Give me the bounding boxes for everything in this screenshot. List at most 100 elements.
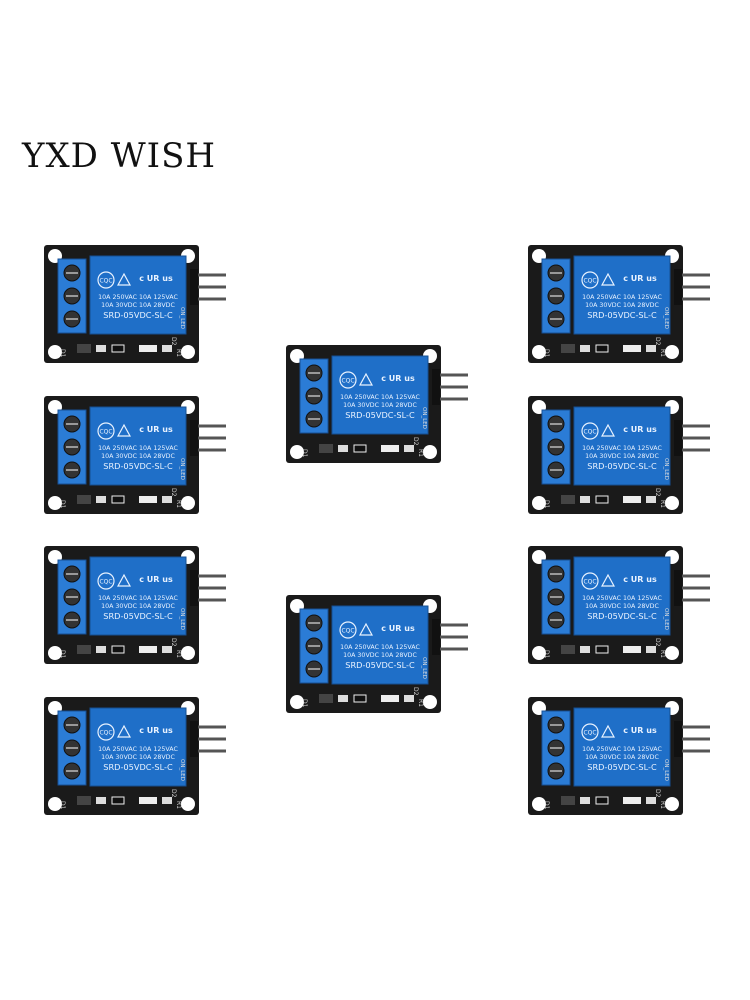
rating-line-2: 10A 30VDC 10A 28VDC: [101, 302, 175, 309]
cert-mark: CQC: [99, 278, 112, 285]
mount-hole: [532, 496, 546, 510]
header-pins: [194, 424, 226, 452]
silkscreen-d2: D2: [654, 789, 661, 798]
silkscreen-r1: R1: [659, 500, 666, 508]
silkscreen-led: ON_LED: [663, 458, 669, 480]
ul-mark: c UR us: [623, 425, 657, 434]
relay-body: CQC c UR us 10A 250VAC 10A 125VAC 10A 30…: [573, 556, 671, 636]
screw-terminal-block: [57, 409, 87, 485]
silkscreen-d1: D1: [543, 349, 550, 358]
cert-mark: CQC: [583, 278, 596, 285]
mount-hole: [181, 345, 195, 359]
rating-line-1: 10A 250VAC 10A 125VAC: [582, 595, 662, 602]
relay-body: CQC c UR us 10A 250VAC 10A 125VAC 10A 30…: [89, 707, 187, 787]
silkscreen-d2: D2: [654, 337, 661, 346]
screw-terminal-block: [57, 559, 87, 635]
relay-module-illustration: CQC c UR us 10A 250VAC 10A 125VAC 10A 30…: [44, 396, 226, 514]
silkscreen-d1: D1: [543, 500, 550, 509]
rating-line-2: 10A 30VDC 10A 28VDC: [585, 453, 659, 460]
relay-model: SRD-05VDC-SL-C: [103, 762, 173, 772]
screw-terminal-block: [541, 559, 571, 635]
silkscreen-r1: R1: [659, 650, 666, 658]
header-pins: [194, 273, 226, 301]
cert-mark: CQC: [99, 429, 112, 436]
silkscreen-d2: D2: [654, 488, 661, 497]
rating-line-1: 10A 250VAC 10A 125VAC: [98, 445, 178, 452]
silkscreen-r1: R1: [659, 801, 666, 809]
silkscreen-d2: D2: [170, 638, 177, 647]
rating-line-2: 10A 30VDC 10A 28VDC: [585, 603, 659, 610]
mount-hole: [48, 345, 62, 359]
rating-line-2: 10A 30VDC 10A 28VDC: [343, 652, 417, 659]
relay-module-illustration: CQC c UR us 10A 250VAC 10A 125VAC 10A 30…: [528, 546, 710, 664]
smd-components: [561, 495, 656, 504]
silkscreen-r1: R1: [417, 449, 424, 457]
silkscreen-d2: D2: [170, 337, 177, 346]
relay-body: CQC c UR us 10A 250VAC 10A 125VAC 10A 30…: [89, 255, 187, 335]
screw-terminal-block: [541, 710, 571, 786]
header-pins: [436, 373, 468, 401]
relay-module: CQC c UR us 10A 250VAC 10A 125VAC 10A 30…: [44, 697, 229, 822]
rating-line-1: 10A 250VAC 10A 125VAC: [98, 294, 178, 301]
ul-mark: c UR us: [623, 274, 657, 283]
ul-mark: c UR us: [139, 425, 173, 434]
ul-mark: c UR us: [623, 726, 657, 735]
brand-title: YXD WISH: [22, 136, 217, 176]
mount-hole: [48, 646, 62, 660]
silkscreen-led: ON_LED: [179, 307, 185, 329]
relay-body: CQC c UR us 10A 250VAC 10A 125VAC 10A 30…: [331, 605, 429, 685]
mount-hole: [665, 797, 679, 811]
relay-body: CQC c UR us 10A 250VAC 10A 125VAC 10A 30…: [573, 707, 671, 787]
rating-line-2: 10A 30VDC 10A 28VDC: [101, 754, 175, 761]
rating-line-2: 10A 30VDC 10A 28VDC: [585, 754, 659, 761]
silkscreen-d1: D1: [59, 801, 66, 810]
relay-module-illustration: CQC c UR us 10A 250VAC 10A 125VAC 10A 30…: [286, 595, 468, 713]
mount-hole: [665, 496, 679, 510]
screw-terminal-block: [57, 710, 87, 786]
mount-hole: [181, 646, 195, 660]
silkscreen-r1: R1: [659, 349, 666, 357]
smd-components: [319, 444, 414, 453]
mount-hole: [48, 797, 62, 811]
smd-components: [561, 645, 656, 654]
rating-line-2: 10A 30VDC 10A 28VDC: [101, 603, 175, 610]
header-pins: [678, 273, 710, 301]
relay-module: CQC c UR us 10A 250VAC 10A 125VAC 10A 30…: [44, 245, 229, 370]
header-pins: [194, 574, 226, 602]
relay-module: CQC c UR us 10A 250VAC 10A 125VAC 10A 30…: [44, 396, 229, 521]
relay-module: CQC c UR us 10A 250VAC 10A 125VAC 10A 30…: [286, 345, 471, 470]
rating-line-2: 10A 30VDC 10A 28VDC: [343, 402, 417, 409]
rating-line-1: 10A 250VAC 10A 125VAC: [340, 394, 420, 401]
header-pins: [194, 725, 226, 753]
silkscreen-d2: D2: [654, 638, 661, 647]
cert-mark: CQC: [99, 730, 112, 737]
mount-hole: [181, 797, 195, 811]
relay-model: SRD-05VDC-SL-C: [103, 310, 173, 320]
header-pins: [436, 623, 468, 651]
screw-terminal-block: [299, 608, 329, 684]
cert-mark: CQC: [583, 579, 596, 586]
rating-line-1: 10A 250VAC 10A 125VAC: [98, 746, 178, 753]
mount-hole: [532, 345, 546, 359]
header-pins: [678, 725, 710, 753]
relay-module-illustration: CQC c UR us 10A 250VAC 10A 125VAC 10A 30…: [528, 396, 710, 514]
mount-hole: [48, 496, 62, 510]
silkscreen-r1: R1: [175, 650, 182, 658]
relay-model: SRD-05VDC-SL-C: [103, 611, 173, 621]
cert-mark: CQC: [341, 628, 354, 635]
smd-components: [77, 645, 172, 654]
relay-module: CQC c UR us 10A 250VAC 10A 125VAC 10A 30…: [528, 697, 713, 822]
silkscreen-d2: D2: [170, 789, 177, 798]
mount-hole: [181, 496, 195, 510]
silkscreen-d1: D1: [301, 449, 308, 458]
relay-body: CQC c UR us 10A 250VAC 10A 125VAC 10A 30…: [89, 406, 187, 486]
rating-line-1: 10A 250VAC 10A 125VAC: [582, 746, 662, 753]
relay-module: CQC c UR us 10A 250VAC 10A 125VAC 10A 30…: [286, 595, 471, 720]
silkscreen-led: ON_LED: [179, 458, 185, 480]
relay-module-illustration: CQC c UR us 10A 250VAC 10A 125VAC 10A 30…: [528, 245, 710, 363]
smd-components: [561, 344, 656, 353]
mount-hole: [665, 646, 679, 660]
smd-components: [77, 495, 172, 504]
relay-module-illustration: CQC c UR us 10A 250VAC 10A 125VAC 10A 30…: [44, 245, 226, 363]
rating-line-1: 10A 250VAC 10A 125VAC: [582, 294, 662, 301]
